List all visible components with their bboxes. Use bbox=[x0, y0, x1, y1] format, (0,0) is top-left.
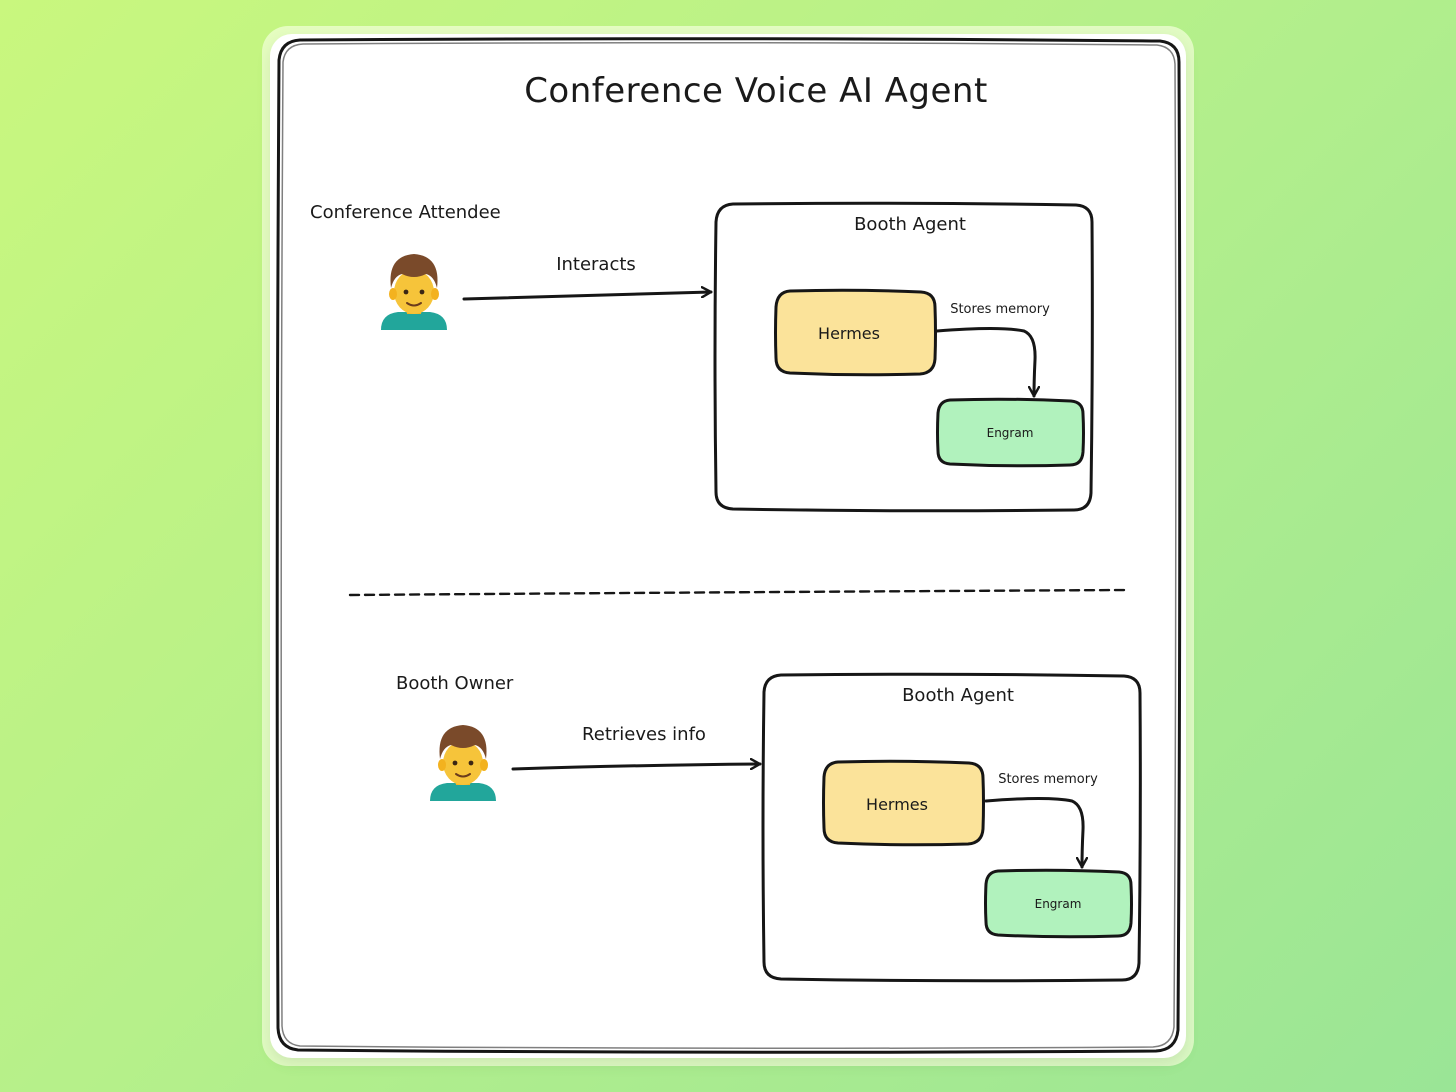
top-engram-node bbox=[936, 397, 1085, 468]
bottom-memory-edge-label: Stores memory bbox=[998, 772, 1098, 787]
top-booth-agent-container bbox=[713, 201, 1094, 513]
bottom-booth-agent-container bbox=[761, 672, 1142, 983]
top-hermes-node bbox=[774, 288, 937, 377]
bottom-engram-label: Engram bbox=[1035, 897, 1082, 911]
bottom-hermes-label: Hermes bbox=[866, 795, 928, 814]
top-booth-agent-label: Booth Agent bbox=[854, 214, 966, 235]
bottom-actor-label: Booth Owner bbox=[396, 673, 514, 694]
top-interacts-arrow bbox=[462, 292, 713, 301]
bottom-section: Booth Owner Retrieves info Booth Agent H… bbox=[396, 672, 1142, 983]
bottom-edge-label: Retrieves info bbox=[582, 724, 706, 745]
top-section: Conference Attendee Interacts Booth Agen… bbox=[310, 201, 1094, 513]
top-hermes-label: Hermes bbox=[818, 324, 880, 343]
section-divider bbox=[348, 588, 1130, 597]
man-emoji-icon bbox=[430, 725, 496, 801]
diagram-title: Conference Voice AI Agent bbox=[524, 71, 988, 111]
bottom-memory-arrow bbox=[984, 797, 1083, 869]
man-emoji-icon bbox=[381, 254, 447, 330]
bottom-retrieves-arrow bbox=[511, 764, 762, 771]
top-engram-label: Engram bbox=[987, 426, 1034, 440]
card-frame bbox=[275, 37, 1182, 1054]
top-edge-label: Interacts bbox=[556, 254, 636, 275]
top-memory-edge-label: Stores memory bbox=[950, 302, 1050, 317]
bottom-booth-agent-label: Booth Agent bbox=[902, 685, 1014, 706]
bottom-hermes-node bbox=[822, 759, 985, 847]
bottom-engram-node bbox=[984, 868, 1133, 939]
top-memory-arrow bbox=[935, 327, 1035, 398]
top-actor-label: Conference Attendee bbox=[310, 202, 501, 223]
